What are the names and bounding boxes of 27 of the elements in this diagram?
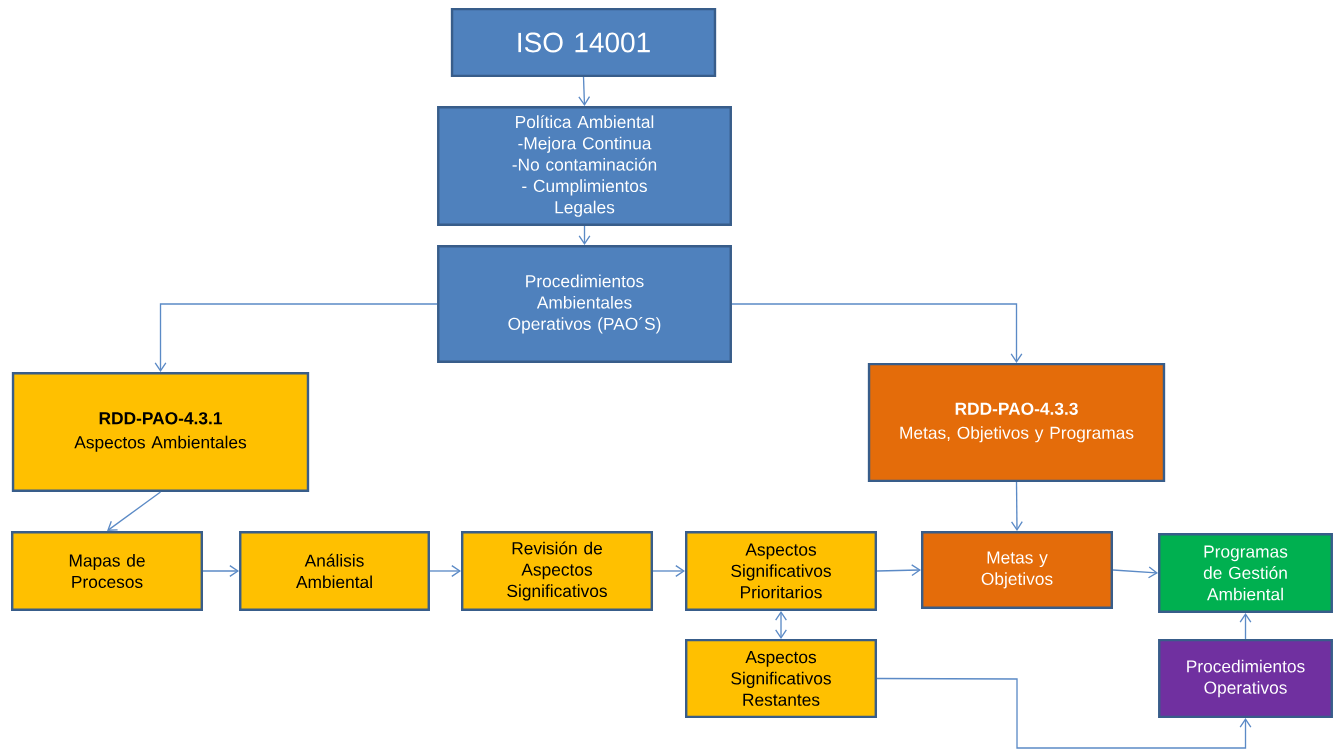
process-box: RDD-PAO-4.3.1 Aspectos Ambientales [11,372,310,492]
arrow [429,565,461,577]
arrow [154,303,438,372]
arrow [652,565,685,577]
arrow [107,491,162,531]
arrow [578,225,591,245]
arrow [1010,481,1023,531]
process-box: Programas de Gestión Ambiental [1158,533,1333,613]
arrow [1112,566,1159,579]
process-box: ISO 14001 [450,7,717,78]
process-box: Procedimientos Ambientales Operativos (PAO´S) [437,245,732,363]
process-box: RDD-PAO-4.3.3 Metas, Objetivos y Programas [867,362,1166,483]
process-box: Análisis Ambiental [239,531,430,611]
arrow [202,565,240,577]
arrow [876,677,1252,749]
process-box: Política Ambiental -Mejora Continua -No contaminación - Cumplimientos Legales [437,106,732,226]
process-box: Aspectos Significativos Restantes [685,638,877,719]
arrow [578,76,591,106]
process-box: Aspectos Significativos Prioritarios [685,531,877,611]
arrow [1239,613,1252,640]
process-box: Metas y Objetivos [921,531,1113,609]
process-box: Revisión de Aspectos Significativos [461,531,653,611]
process-box: Mapas de Procesos [11,531,203,611]
process-box: Procedimientos Operativos [1158,638,1333,719]
arrow [731,303,1023,363]
arrow [775,611,787,639]
arrow [876,564,921,577]
